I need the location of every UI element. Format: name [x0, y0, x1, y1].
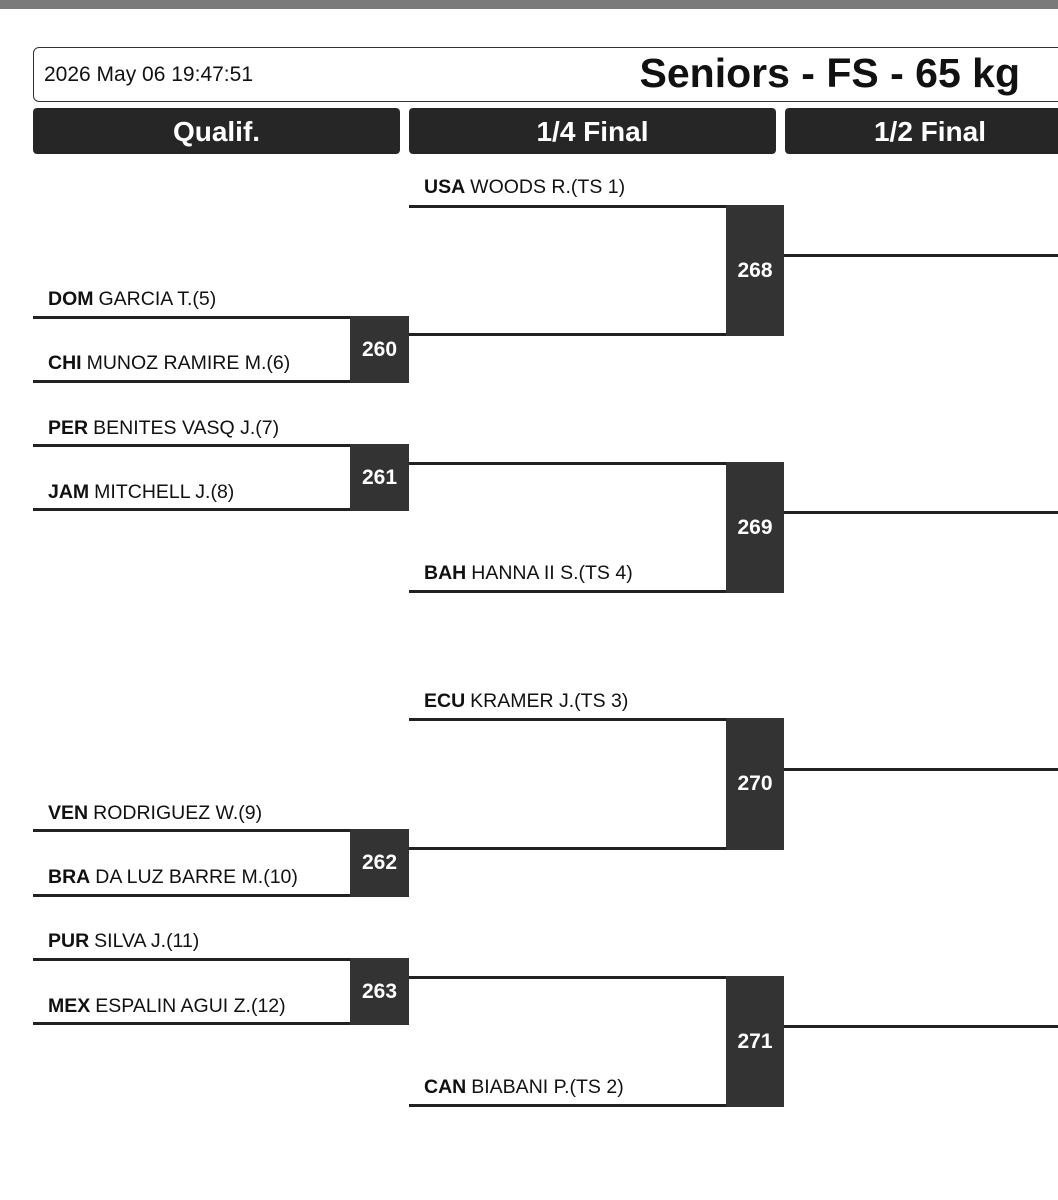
match-number-box: 262 — [350, 829, 409, 897]
round-header-quarter-final: 1/4 Final — [409, 108, 776, 154]
bracket-line — [409, 462, 726, 465]
nation-code: CAN — [424, 1076, 467, 1098]
bracket-line — [409, 205, 726, 208]
nation-code: BAH — [424, 562, 467, 584]
nation-code: BRA — [48, 866, 91, 888]
match-number-box: 269 — [726, 462, 784, 593]
bracket-line — [784, 1025, 1058, 1028]
wrestler-name: KRAMER J.(TS 3) — [470, 690, 629, 712]
wrestler-name: HANNA II S.(TS 4) — [471, 562, 633, 584]
wrestler-name: BENITES VASQ J.(7) — [93, 417, 280, 439]
match-number-box: 268 — [726, 205, 784, 336]
bracket-line — [784, 511, 1058, 514]
timestamp: 2026 May 06 19:47:51 — [44, 63, 253, 86]
bracket-line — [33, 894, 350, 897]
wrestler-name: SILVA J.(11) — [94, 930, 200, 952]
page-title: Seniors - FS - 65 kg — [639, 50, 1021, 96]
nation-code: ECU — [424, 690, 466, 712]
nation-code: USA — [424, 176, 466, 198]
match-number-box: 270 — [726, 718, 784, 850]
bracket-line — [409, 976, 726, 979]
wrestler-name: GARCIA T.(5) — [98, 288, 217, 310]
bracket-line — [33, 316, 350, 319]
bracket-line — [33, 380, 350, 383]
nation-code: MEX — [48, 995, 91, 1017]
top-bar — [0, 0, 1058, 9]
bracket-line — [33, 1022, 350, 1025]
bracket-line — [33, 829, 350, 832]
bracket-header: 2026 May 06 19:47:51 Seniors - FS - 65 k… — [33, 47, 1058, 102]
nation-code: PER — [48, 417, 89, 439]
bracket-line — [33, 444, 350, 447]
nation-code: DOM — [48, 288, 94, 310]
match-number-box: 263 — [350, 958, 409, 1025]
round-header-qualif: Qualif. — [33, 108, 400, 154]
match-number-box: 260 — [350, 316, 409, 383]
bracket-line — [33, 958, 350, 961]
bracket-line — [409, 1104, 726, 1107]
wrestler-name: ESPALIN AGUI Z.(12) — [95, 995, 286, 1017]
wrestler-name: DA LUZ BARRE M.(10) — [95, 866, 298, 888]
wrestler-name: MUNOZ RAMIRE M.(6) — [86, 352, 291, 374]
bracket-line — [33, 508, 350, 511]
wrestler-name: RODRIGUEZ W.(9) — [93, 802, 263, 824]
bracket-line — [784, 254, 1058, 257]
wrestler-name: WOODS R.(TS 1) — [470, 176, 626, 198]
nation-code: PUR — [48, 930, 90, 952]
match-number-box: 261 — [350, 444, 409, 511]
nation-code: JAM — [48, 481, 90, 503]
bracket-line — [409, 847, 726, 850]
bracket-line — [409, 333, 726, 336]
bracket-line — [409, 590, 726, 593]
match-number-box: 271 — [726, 976, 784, 1107]
wrestler-name: MITCHELL J.(8) — [94, 481, 235, 503]
round-header-semi-final: 1/2 Final — [785, 108, 1058, 154]
bracket-line — [409, 718, 726, 721]
nation-code: VEN — [48, 802, 89, 824]
nation-code: CHI — [48, 352, 82, 374]
wrestler-name: BIABANI P.(TS 2) — [471, 1076, 624, 1098]
bracket-line — [784, 768, 1058, 771]
